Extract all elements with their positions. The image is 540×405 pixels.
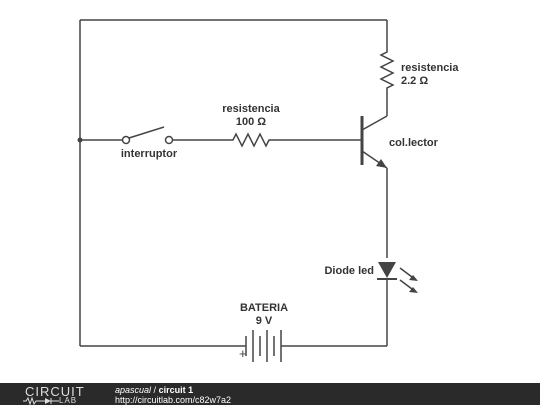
transistor-symbol (360, 115, 388, 169)
switch-symbol (121, 126, 174, 145)
battery-plus-sign: + (239, 346, 247, 361)
circuit-schematic: resistencia 2.2 Ω resistencia 100 Ω inte… (77, 19, 459, 362)
diode-label: Diode led (324, 265, 374, 277)
logo-circuit-text: CIRCUIT (25, 384, 85, 399)
resistor-top-symbol (379, 48, 395, 92)
transistor-label: col.lector (389, 137, 439, 149)
circuit-url-link[interactable]: http://circuitlab.com/c82w7a2 (115, 395, 232, 405)
logo-lab-text: LAB (59, 396, 78, 405)
battery-name: BATERIA (240, 302, 288, 314)
resistor-base-name: resistencia (222, 103, 280, 115)
emitter-arrow (376, 159, 387, 168)
footer-bar: CIRCUIT LAB apascual / circuit 1 http://… (0, 383, 540, 405)
resistor-top-name: resistencia (401, 62, 459, 74)
logo-waveform-icon (23, 397, 59, 405)
led-symbol (377, 262, 418, 293)
circuit-title: circuit 1 (158, 385, 194, 395)
circuit-author-title: apascual / circuit 1 (115, 385, 193, 395)
battery-value: 9 V (256, 315, 273, 327)
junction-dot (77, 137, 83, 143)
author-link[interactable]: apascual (115, 385, 152, 395)
battery-symbol (243, 330, 285, 362)
switch-label: interruptor (121, 148, 178, 160)
title-separator: / (153, 385, 157, 395)
resistor-base-value: 100 Ω (236, 116, 266, 128)
resistor-top-value: 2.2 Ω (401, 75, 428, 87)
resistor-base-symbol (229, 132, 272, 148)
wires (77, 19, 388, 347)
